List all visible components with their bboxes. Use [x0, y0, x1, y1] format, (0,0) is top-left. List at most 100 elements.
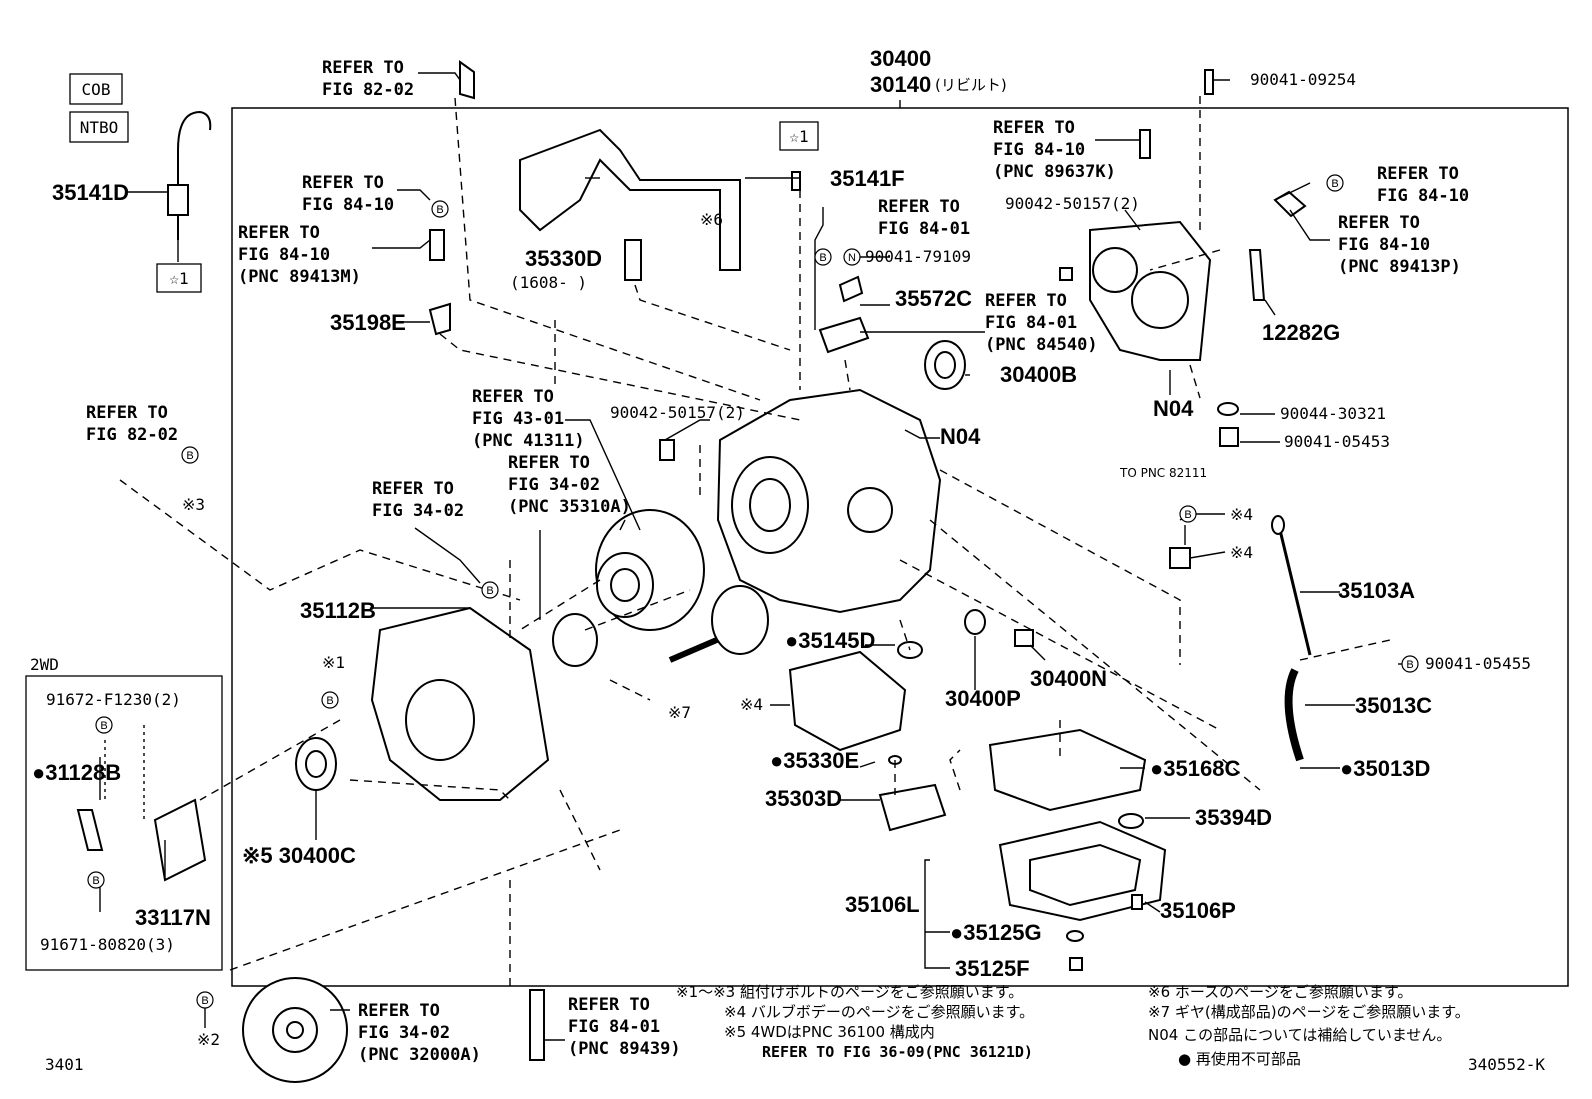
2wd-box [25, 675, 223, 971]
label-91671: 91671-80820(3) [40, 935, 175, 954]
refer-fig-84-10-89637K: REFER TO FIG 84-10 (PNC 89637K) [993, 118, 1116, 182]
svg-text:REFER TO: REFER TO [472, 387, 554, 407]
svg-text:REFER TO: REFER TO [568, 995, 650, 1015]
bracket-84540 [818, 316, 870, 354]
svg-text:REFER TO: REFER TO [1377, 164, 1459, 184]
svg-text:REFER TO: REFER TO [993, 118, 1075, 138]
marker-b: B B N B B B B B B B B B [87, 174, 1419, 1009]
solenoid-wire-harness [519, 128, 741, 271]
clutch-drum [711, 585, 769, 655]
label-90041-05453: 90041-05453 [1284, 432, 1390, 451]
mark-4-lower: ※4 [1230, 543, 1253, 562]
label-N04-case: N04 [940, 424, 981, 449]
refer-fig-34-02-32000A: REFER TO FIG 34-02 (PNC 32000A) [358, 1001, 481, 1065]
svg-text:N: N [848, 252, 856, 264]
label-35141D: 35141D [52, 180, 129, 205]
valve-body [788, 650, 907, 752]
svg-text:REFER TO: REFER TO [86, 403, 168, 423]
label-30400N: 30400N [1030, 666, 1107, 691]
refer-fig-84-01-a: REFER TO FIG 84-01 [878, 197, 970, 239]
svg-text:● 再使用不可部品: ● 再使用不可部品 [1178, 1050, 1301, 1068]
svg-text:※7 ギヤ(構成部品)のページをご参照願います。: ※7 ギヤ(構成部品)のページをご参照願います。 [1148, 1003, 1470, 1021]
label-30400B: 30400B [1000, 362, 1077, 387]
label-33117N: 33117N [135, 905, 211, 930]
label-35125G: ●35125G [950, 920, 1042, 945]
svg-text:B: B [436, 204, 443, 216]
svg-text:FIG 82-02: FIG 82-02 [322, 80, 414, 100]
svg-text:REFER TO: REFER TO [372, 479, 454, 499]
label-35106P: 35106P [1160, 898, 1236, 923]
svg-text:REFER TO: REFER TO [302, 173, 384, 193]
mark-4-valve: ※4 [740, 695, 763, 714]
mark-4-upper: ※4 [1230, 505, 1253, 524]
svg-text:B: B [486, 585, 493, 597]
svg-text:(PNC 84540): (PNC 84540) [985, 335, 1098, 355]
label-35303D: 35303D [765, 786, 842, 811]
label-30140: 30140 [870, 72, 931, 97]
svg-text:FIG 84-01: FIG 84-01 [568, 1017, 660, 1037]
label-35168C: ●35168C [1150, 756, 1240, 781]
svg-text:FIG 34-02: FIG 34-02 [372, 501, 464, 521]
breather-hose [177, 110, 212, 240]
figure-id: 340552-K [1468, 1055, 1545, 1074]
svg-text:FIG 84-10: FIG 84-10 [993, 140, 1085, 160]
svg-text:FIG 84-01: FIG 84-01 [878, 219, 970, 239]
svg-text:※5 4WDはPNC 36100 構成内: ※5 4WDはPNC 36100 構成内 [724, 1023, 935, 1041]
label-30400: 30400 [870, 46, 931, 71]
svg-text:REFER TO FIG 36-09(PNC 36121D): REFER TO FIG 36-09(PNC 36121D) [762, 1043, 1033, 1061]
svg-text:※1～※3 組付けボルトのページをご参照願います。: ※1～※3 組付けボルトのページをご参照願います。 [676, 983, 1023, 1001]
svg-text:※4 バルブボデーのページをご参照願います。: ※4 バルブボデーのページをご参照願います。 [724, 1003, 1034, 1021]
svg-text:FIG 82-02: FIG 82-02 [86, 425, 178, 445]
svg-text:REFER TO: REFER TO [508, 453, 590, 473]
speed-sensor-left [429, 229, 445, 261]
label-2wd: 2WD [30, 655, 59, 674]
svg-text:(PNC 89413P): (PNC 89413P) [1338, 257, 1461, 277]
svg-text:※6 ホースのページをご参照願います。: ※6 ホースのページをご参照願います。 [1148, 983, 1412, 1001]
svg-text:FIG 84-01: FIG 84-01 [985, 313, 1077, 333]
refer-fig-84-01-89439: REFER TO FIG 84-01 (PNC 89439) [568, 995, 681, 1059]
mark-3: ※3 [182, 495, 205, 514]
label-35013C: 35013C [1355, 693, 1432, 718]
label-to-pnc: TO PNC 82111 [1119, 466, 1207, 480]
svg-text:B: B [100, 720, 107, 732]
label-N04-cover: N04 [1153, 396, 1194, 421]
refer-fig-82-02-top: REFER TO FIG 82-02 [322, 58, 414, 100]
label-30140-note: (リビルト) [935, 76, 1007, 94]
mark-7: ※7 [668, 703, 691, 722]
label-35198E: 35198E [330, 310, 406, 335]
label-35141F: 35141F [830, 166, 905, 191]
label-35330E: ●35330E [770, 748, 859, 773]
svg-text:B: B [326, 695, 333, 707]
label-35103A: 35103A [1338, 578, 1415, 603]
footnotes: ※1～※3 組付けボルトのページをご参照願います。 ※4 バルブボデーのページを… [676, 983, 1470, 1068]
refer-fig-84-01-84540: REFER TO FIG 84-01 (PNC 84540) [985, 291, 1098, 355]
pipe-12282G [1248, 249, 1266, 301]
mark-1: ※1 [322, 653, 345, 672]
label-35330D: 35330D [525, 246, 602, 271]
svg-text:FIG 43-01: FIG 43-01 [472, 409, 564, 429]
label-90042-50157-center: 90042-50157(2) [610, 403, 745, 422]
mark-2: ※2 [197, 1030, 220, 1049]
svg-text:B: B [1184, 509, 1191, 521]
svg-text:B: B [1331, 178, 1338, 190]
code-ntbo: NTBO [80, 118, 119, 137]
label-35106L: 35106L [845, 892, 920, 917]
label-90041-79109: 90041-79109 [865, 247, 971, 266]
label-30400P: 30400P [945, 686, 1021, 711]
label-12282G: 12282G [1262, 320, 1340, 345]
refer-fig-43-01: REFER TO FIG 43-01 (PNC 41311) [472, 387, 585, 451]
svg-text:(PNC 41311): (PNC 41311) [472, 431, 585, 451]
svg-text:(PNC 89439): (PNC 89439) [568, 1039, 681, 1059]
oil-pump [552, 613, 598, 667]
label-90044-30321: 90044-30321 [1280, 404, 1386, 423]
filter-35330D [624, 239, 642, 281]
refer-fig-34-02-a: REFER TO FIG 34-02 [372, 479, 464, 521]
label-35145D: ●35145D [785, 628, 875, 653]
page-number: 3401 [45, 1055, 84, 1074]
svg-text:FIG 84-10: FIG 84-10 [302, 195, 394, 215]
svg-text:B: B [186, 450, 193, 462]
svg-text:FIG 84-10: FIG 84-10 [1377, 186, 1469, 206]
svg-text:REFER TO: REFER TO [238, 223, 320, 243]
